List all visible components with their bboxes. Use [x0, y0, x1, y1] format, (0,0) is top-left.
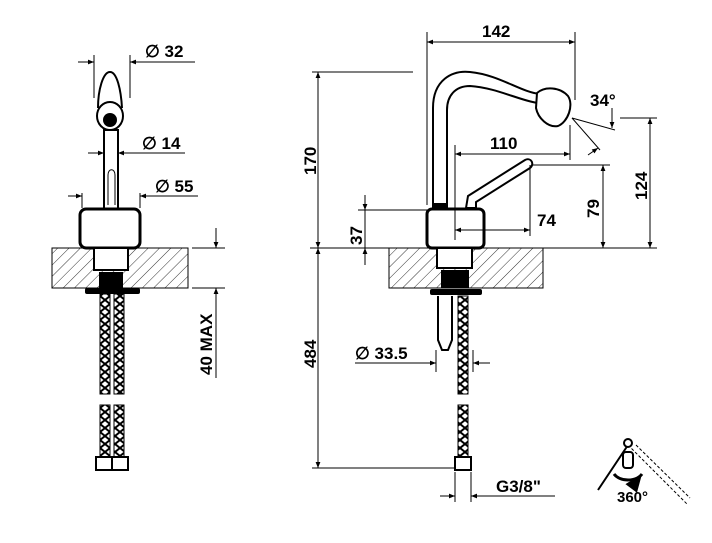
dim-lever-height: 79 [584, 199, 603, 218]
lever [464, 158, 534, 209]
spout-head [534, 87, 572, 128]
dim-spout-height: 124 [632, 171, 651, 200]
dim-spray-angle: 34° [590, 91, 616, 110]
handle [97, 70, 123, 109]
side-view: 142 170 37 110 74 79 124 34° 484 [301, 22, 657, 502]
dim-total-width: 142 [482, 22, 510, 41]
dim-spout-reach: 110 [490, 134, 517, 153]
mount-nut [85, 288, 140, 294]
shank-tube [437, 296, 453, 351]
hose-right [113, 293, 125, 395]
dim-base-height: 37 [347, 226, 366, 245]
dim-total-height: 170 [301, 147, 320, 175]
rotation-label: 360° [617, 489, 648, 506]
dim-thread: G3/8" [496, 477, 541, 496]
dim-shank-diameter: ∅ 33.5 [355, 344, 408, 363]
front-view: ∅ 32 ∅ 14 ∅ 55 40 MAX [51, 42, 225, 471]
rotation-360-icon: 360° [597, 438, 691, 506]
base-body [78, 207, 142, 250]
dim-handle-diameter: ∅ 32 [145, 42, 183, 61]
dim-stem-diameter: ∅ 14 [142, 134, 181, 153]
dim-base-diameter: ∅ 55 [155, 177, 193, 196]
dim-lever-reach: 74 [537, 211, 556, 230]
dim-max-counter: 40 MAX [197, 313, 216, 375]
hose-side [457, 295, 469, 395]
hose-left [99, 293, 111, 395]
dim-hose-length: 484 [301, 339, 320, 368]
